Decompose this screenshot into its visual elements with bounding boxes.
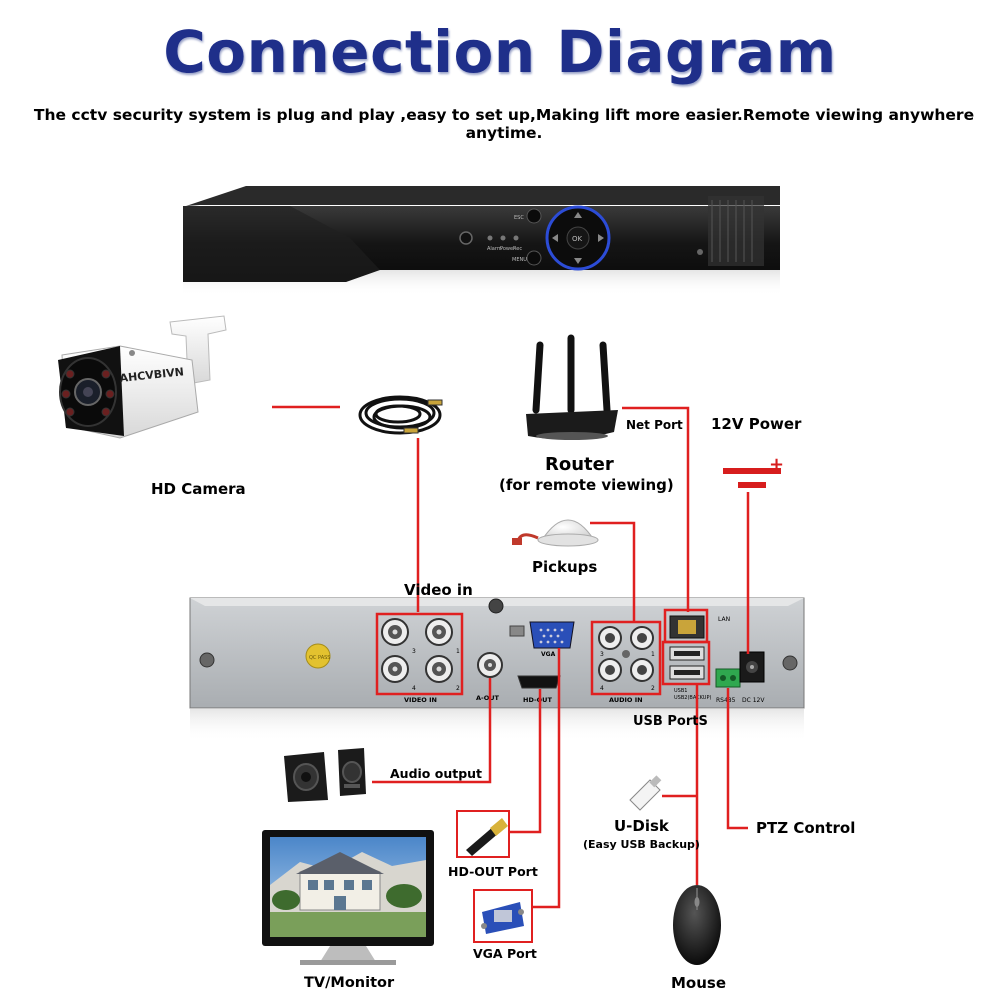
video-port-3: 3 bbox=[412, 648, 416, 655]
lan-panel-label: LAN bbox=[718, 616, 730, 623]
pickups-label: Pickups bbox=[532, 558, 598, 576]
vga-port[interactable] bbox=[529, 621, 575, 649]
vga-connector bbox=[473, 889, 533, 943]
menu-label: MENU bbox=[512, 257, 527, 263]
router bbox=[526, 334, 618, 440]
udisk-sublabel: (Easy USB Backup) bbox=[583, 838, 700, 851]
hd-camera: AHCVBIVN bbox=[58, 315, 227, 439]
rs485-terminal[interactable] bbox=[715, 668, 741, 688]
audio-in-panel-label: AUDIO IN bbox=[609, 696, 643, 704]
audio-port-4: 4 bbox=[600, 685, 604, 692]
ok-button[interactable] bbox=[566, 226, 590, 250]
vga-panel-label: VGA bbox=[541, 651, 556, 658]
udisk-drive bbox=[629, 775, 662, 811]
hd-out-panel-label: HD-OUT bbox=[523, 696, 552, 704]
nvr-back-panel: QC PASS 3 1 4 2 VIDEO IN A-OUT VGA HD-OU… bbox=[189, 597, 805, 742]
page-subtitle: The cctv security system is plug and pla… bbox=[33, 106, 975, 142]
connection-wires bbox=[272, 405, 750, 909]
led-rec-label: Rec bbox=[513, 246, 522, 252]
nvr-front: Alarm Power Rec ESC MENU OK bbox=[183, 186, 780, 296]
video-in-label: Video in bbox=[404, 581, 473, 599]
tv-monitor-label: TV/Monitor bbox=[304, 975, 395, 991]
a-out-label: A-OUT bbox=[476, 694, 500, 702]
video-in-ports[interactable] bbox=[381, 618, 453, 683]
audio-port-1: 1 bbox=[651, 651, 655, 658]
audio-port-2: 2 bbox=[651, 685, 655, 692]
rs485-panel-label: RS485 bbox=[716, 697, 736, 704]
hdmi-port[interactable] bbox=[517, 675, 561, 689]
audio-in-highlight bbox=[590, 620, 662, 696]
hd-camera-label: HD Camera bbox=[151, 480, 246, 498]
pickup-mic bbox=[512, 519, 599, 547]
mouse-label: Mouse bbox=[671, 974, 727, 992]
net-port-label: Net Port bbox=[626, 418, 683, 432]
video-port-4: 4 bbox=[412, 685, 416, 692]
ir-sensor-icon bbox=[459, 231, 473, 245]
video-in-panel-label: VIDEO IN bbox=[404, 696, 437, 704]
usb2-panel-label: USB2(BACKUP) bbox=[674, 695, 711, 701]
video-in-highlight bbox=[375, 612, 464, 696]
ok-label: OK bbox=[572, 235, 583, 243]
page-title: Connection Diagram bbox=[163, 18, 837, 86]
tv-monitor bbox=[262, 830, 434, 965]
vga-port-label: VGA Port bbox=[473, 946, 537, 961]
video-port-2: 2 bbox=[456, 685, 460, 692]
usb-ports-label: USB PortS bbox=[633, 714, 708, 729]
qc-pass-sticker bbox=[305, 643, 331, 669]
menu-button[interactable] bbox=[526, 250, 542, 266]
mouse-device bbox=[673, 885, 721, 965]
qc-pass-text: QC PASS bbox=[309, 655, 330, 661]
esc-label: ESC bbox=[514, 215, 524, 221]
ptz-control-label: PTZ Control bbox=[756, 819, 856, 837]
power-label: 12V Power bbox=[711, 415, 802, 433]
speakers bbox=[284, 748, 366, 802]
led-power-label: Power bbox=[500, 246, 516, 252]
audio-port-3: 3 bbox=[600, 651, 604, 658]
power-plus-sign: + bbox=[769, 454, 784, 475]
router-sublabel: (for remote viewing) bbox=[499, 476, 674, 494]
hdmi-connector bbox=[456, 810, 510, 858]
audio-output-label: Audio output bbox=[390, 766, 483, 781]
video-port-1: 1 bbox=[456, 648, 460, 655]
audio-in-ports[interactable] bbox=[598, 626, 654, 682]
usb1-panel-label: USB1 bbox=[674, 688, 687, 694]
power-symbol: + bbox=[723, 454, 784, 488]
hd-out-port-label: HD-OUT Port bbox=[448, 864, 538, 879]
udisk-label: U-Disk bbox=[614, 817, 669, 835]
router-label: Router bbox=[545, 454, 614, 475]
bnc-cable bbox=[358, 395, 443, 435]
dc-panel-label: DC 12V bbox=[742, 697, 765, 704]
led-alarm-label: Alarm bbox=[487, 246, 502, 252]
esc-button[interactable] bbox=[526, 208, 542, 224]
